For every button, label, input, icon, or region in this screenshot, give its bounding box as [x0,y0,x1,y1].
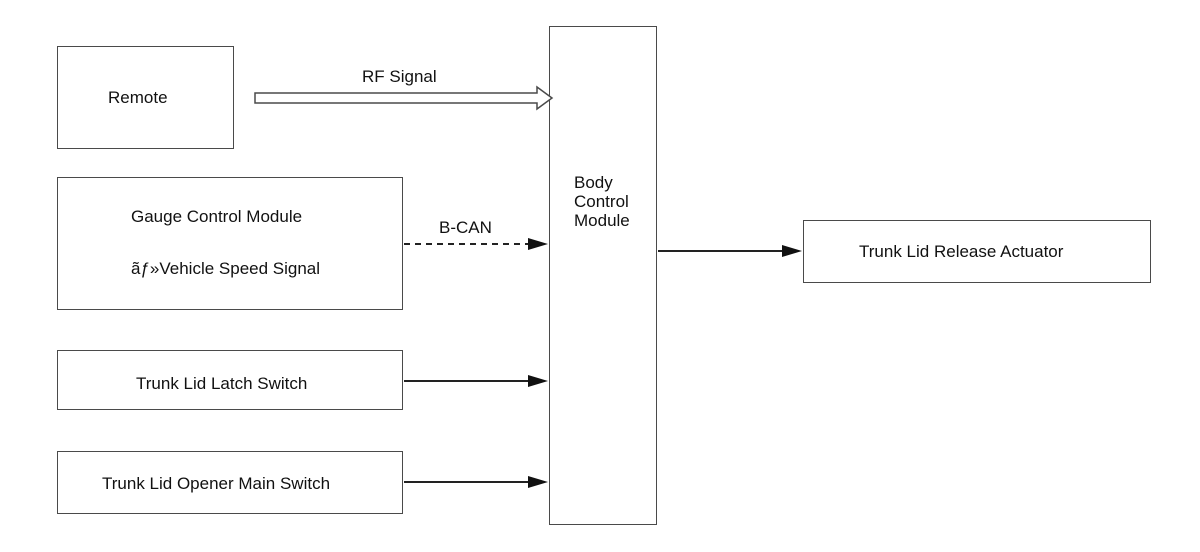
trunk-release-actuator-box [803,220,1151,283]
rf-signal-hollow-arrow [254,85,554,111]
bcm-label-line3: Module [574,211,630,230]
bcm-label-line1: Body [574,173,613,192]
bcan-arrowhead [528,238,548,250]
bcan-label: B-CAN [439,218,492,237]
body-control-module-box [549,26,657,525]
bcm-to-actuator-arrowhead [782,245,802,257]
trunk-release-actuator-label: Trunk Lid Release Actuator [859,242,1064,261]
latch-switch-box [57,350,403,410]
latch-switch-label: Trunk Lid Latch Switch [136,374,308,393]
opener-main-switch-label: Trunk Lid Opener Main Switch [102,474,331,493]
bcm-label-line2: Control [574,192,629,211]
rf-signal-label: RF Signal [362,67,437,86]
gauge-control-module-label: Gauge Control Module [131,207,303,226]
vehicle-speed-signal-label: ãƒ»Vehicle Speed Signal [131,259,321,278]
gauge-control-module-box [57,177,403,310]
opener-switch-arrowhead [528,476,548,488]
latch-switch-arrowhead [528,375,548,387]
opener-main-switch-box [57,451,403,514]
remote-label: Remote [108,88,168,107]
remote-box [57,46,234,149]
